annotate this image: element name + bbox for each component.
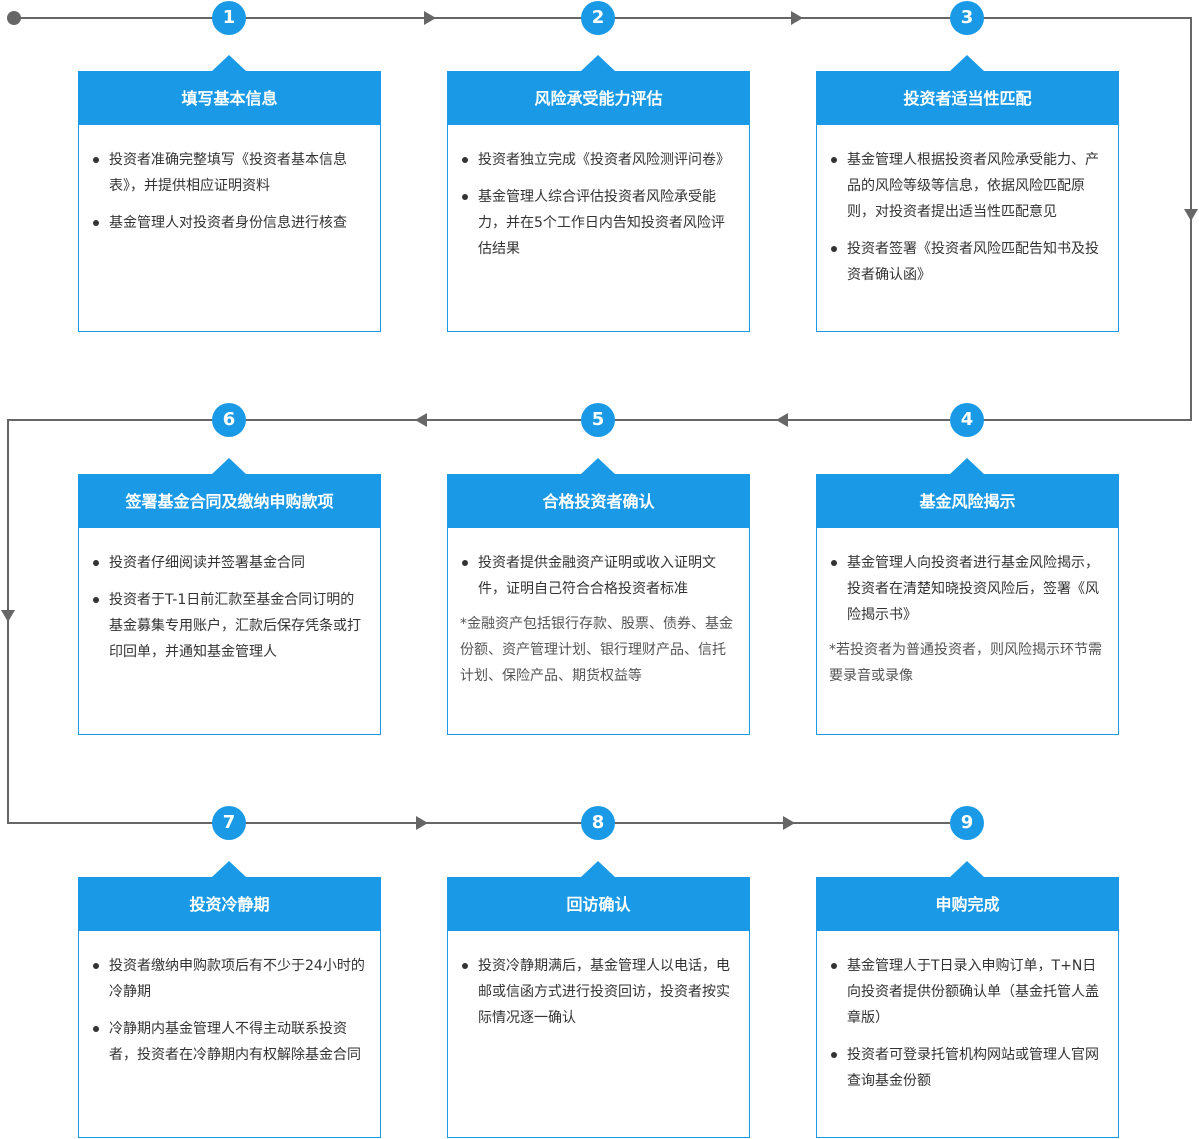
step-number-badge: 1 [212, 1, 246, 35]
step-title: 合格投资者确认 [448, 475, 749, 528]
step-card: 投资冷静期投资者缴纳申购款项后有不少于24小时的冷静期冷静期内基金管理人不得主动… [78, 877, 381, 1138]
step-number-badge: 2 [581, 1, 615, 35]
arrow-left-icon [415, 413, 427, 427]
step-title: 填写基本信息 [79, 72, 380, 125]
step-title: 回访确认 [448, 878, 749, 931]
card-pointer [581, 55, 615, 71]
arrow-right-icon [416, 816, 428, 830]
start-dot [7, 11, 21, 25]
step-title: 申购完成 [817, 878, 1118, 931]
step-card: 申购完成基金管理人于T日录入申购订单，T+N日向投资者提供份额确认单（基金托管人… [816, 877, 1119, 1138]
step-body: 投资者仔细阅读并签署基金合同投资者于T-1日前汇款至基金合同订明的基金募集专用账… [79, 528, 380, 665]
step-body: 投资者提供金融资产证明或收入证明文件，证明自己符合合格投资者标准 *金融资产包括银… [448, 528, 749, 689]
step-bullet: 投资者签署《投资者风险匹配告知书及投资者确认函》 [829, 236, 1104, 288]
step-bullet: 基金管理人向投资者进行基金风险揭示，投资者在清楚知晓投资风险后，签署《风险揭示书… [829, 550, 1104, 628]
card-pointer [212, 55, 246, 71]
arrow-right-icon [783, 816, 795, 830]
arrow-left-icon [776, 413, 788, 427]
step-card: 基金风险揭示基金管理人向投资者进行基金风险揭示，投资者在清楚知晓投资风险后，签署… [816, 474, 1119, 735]
step-bullet: 基金管理人对投资者身份信息进行核查 [91, 210, 366, 236]
step-number-badge: 5 [581, 403, 615, 437]
step-body: 基金管理人向投资者进行基金风险揭示，投资者在清楚知晓投资风险后，签署《风险揭示书… [817, 528, 1118, 689]
step-card: 合格投资者确认投资者提供金融资产证明或收入证明文件，证明自己符合合格投资者标准 *… [447, 474, 750, 735]
step-card: 签署基金合同及缴纳申购款项投资者仔细阅读并签署基金合同投资者于T-1日前汇款至基… [78, 474, 381, 735]
card-pointer [950, 861, 984, 877]
step-bullet: 投资冷静期满后，基金管理人以电话，电邮或信函方式进行投资回访，投资者按实际情况逐… [460, 953, 735, 1031]
step-card: 投资者适当性匹配基金管理人根据投资者风险承受能力、产品的风险等级等信息，依据风险… [816, 71, 1119, 332]
step-title: 基金风险揭示 [817, 475, 1118, 528]
step-number-badge: 9 [950, 806, 984, 840]
step-note: *若投资者为普通投资者，则风险揭示环节需要录音或录像 [829, 642, 1102, 684]
card-pointer [950, 458, 984, 474]
step-body: 投资者独立完成《投资者风险测评问卷》基金管理人综合评估投资者风险承受能力，并在5… [448, 125, 749, 262]
step-bullet: 投资者提供金融资产证明或收入证明文件，证明自己符合合格投资者标准 [460, 550, 735, 602]
step-bullet: 基金管理人根据投资者风险承受能力、产品的风险等级等信息，依据风险匹配原则，对投资… [829, 147, 1104, 225]
step-title: 签署基金合同及缴纳申购款项 [79, 475, 380, 528]
step-bullet: 投资者可登录托管机构网站或管理人官网查询基金份额 [829, 1042, 1104, 1094]
arrow-down-icon [1184, 209, 1198, 221]
card-pointer [212, 458, 246, 474]
card-pointer [581, 861, 615, 877]
step-bullet: 投资者缴纳申购款项后有不少于24小时的冷静期 [91, 953, 366, 1005]
step-bullet: 投资者准确完整填写《投资者基本信息表》，并提供相应证明资料 [91, 147, 366, 199]
step-card: 填写基本信息投资者准确完整填写《投资者基本信息表》，并提供相应证明资料基金管理人… [78, 71, 381, 332]
step-bullet: 投资者于T-1日前汇款至基金合同订明的基金募集专用账户，汇款后保存凭条或打印回单… [91, 587, 366, 665]
card-pointer [212, 861, 246, 877]
step-card: 风险承受能力评估投资者独立完成《投资者风险测评问卷》基金管理人综合评估投资者风险… [447, 71, 750, 332]
step-title: 投资冷静期 [79, 878, 380, 931]
step-note: *金融资产包括银行存款、股票、债券、基金份额、资产管理计划、银行理财产品、信托计… [460, 616, 733, 684]
step-card: 回访确认投资冷静期满后，基金管理人以电话，电邮或信函方式进行投资回访，投资者按实… [447, 877, 750, 1138]
step-title: 风险承受能力评估 [448, 72, 749, 125]
step-bullet: 基金管理人于T日录入申购订单，T+N日向投资者提供份额确认单（基金托管人盖章版） [829, 953, 1104, 1031]
step-bullet: 冷静期内基金管理人不得主动联系投资者，投资者在冷静期内有权解除基金合同 [91, 1016, 366, 1068]
arrow-right-icon [791, 11, 803, 25]
step-number-badge: 7 [212, 806, 246, 840]
step-number-badge: 3 [950, 1, 984, 35]
step-number-badge: 6 [212, 403, 246, 437]
step-bullet: 投资者独立完成《投资者风险测评问卷》 [460, 147, 735, 173]
arrow-down-icon [1, 610, 15, 622]
step-number-badge: 4 [950, 403, 984, 437]
step-body: 投资冷静期满后，基金管理人以电话，电邮或信函方式进行投资回访，投资者按实际情况逐… [448, 931, 749, 1031]
card-pointer [581, 458, 615, 474]
step-body: 投资者准确完整填写《投资者基本信息表》，并提供相应证明资料基金管理人对投资者身份… [79, 125, 380, 236]
step-bullet: 基金管理人综合评估投资者风险承受能力，并在5个工作日内告知投资者风险评估结果 [460, 184, 735, 262]
arrow-right-icon [424, 11, 436, 25]
step-body: 基金管理人于T日录入申购订单，T+N日向投资者提供份额确认单（基金托管人盖章版）… [817, 931, 1118, 1094]
step-number-badge: 8 [581, 806, 615, 840]
step-body: 投资者缴纳申购款项后有不少于24小时的冷静期冷静期内基金管理人不得主动联系投资者… [79, 931, 380, 1068]
step-bullet: 投资者仔细阅读并签署基金合同 [91, 550, 366, 576]
step-title: 投资者适当性匹配 [817, 72, 1118, 125]
card-pointer [950, 55, 984, 71]
step-body: 基金管理人根据投资者风险承受能力、产品的风险等级等信息，依据风险匹配原则，对投资… [817, 125, 1118, 288]
